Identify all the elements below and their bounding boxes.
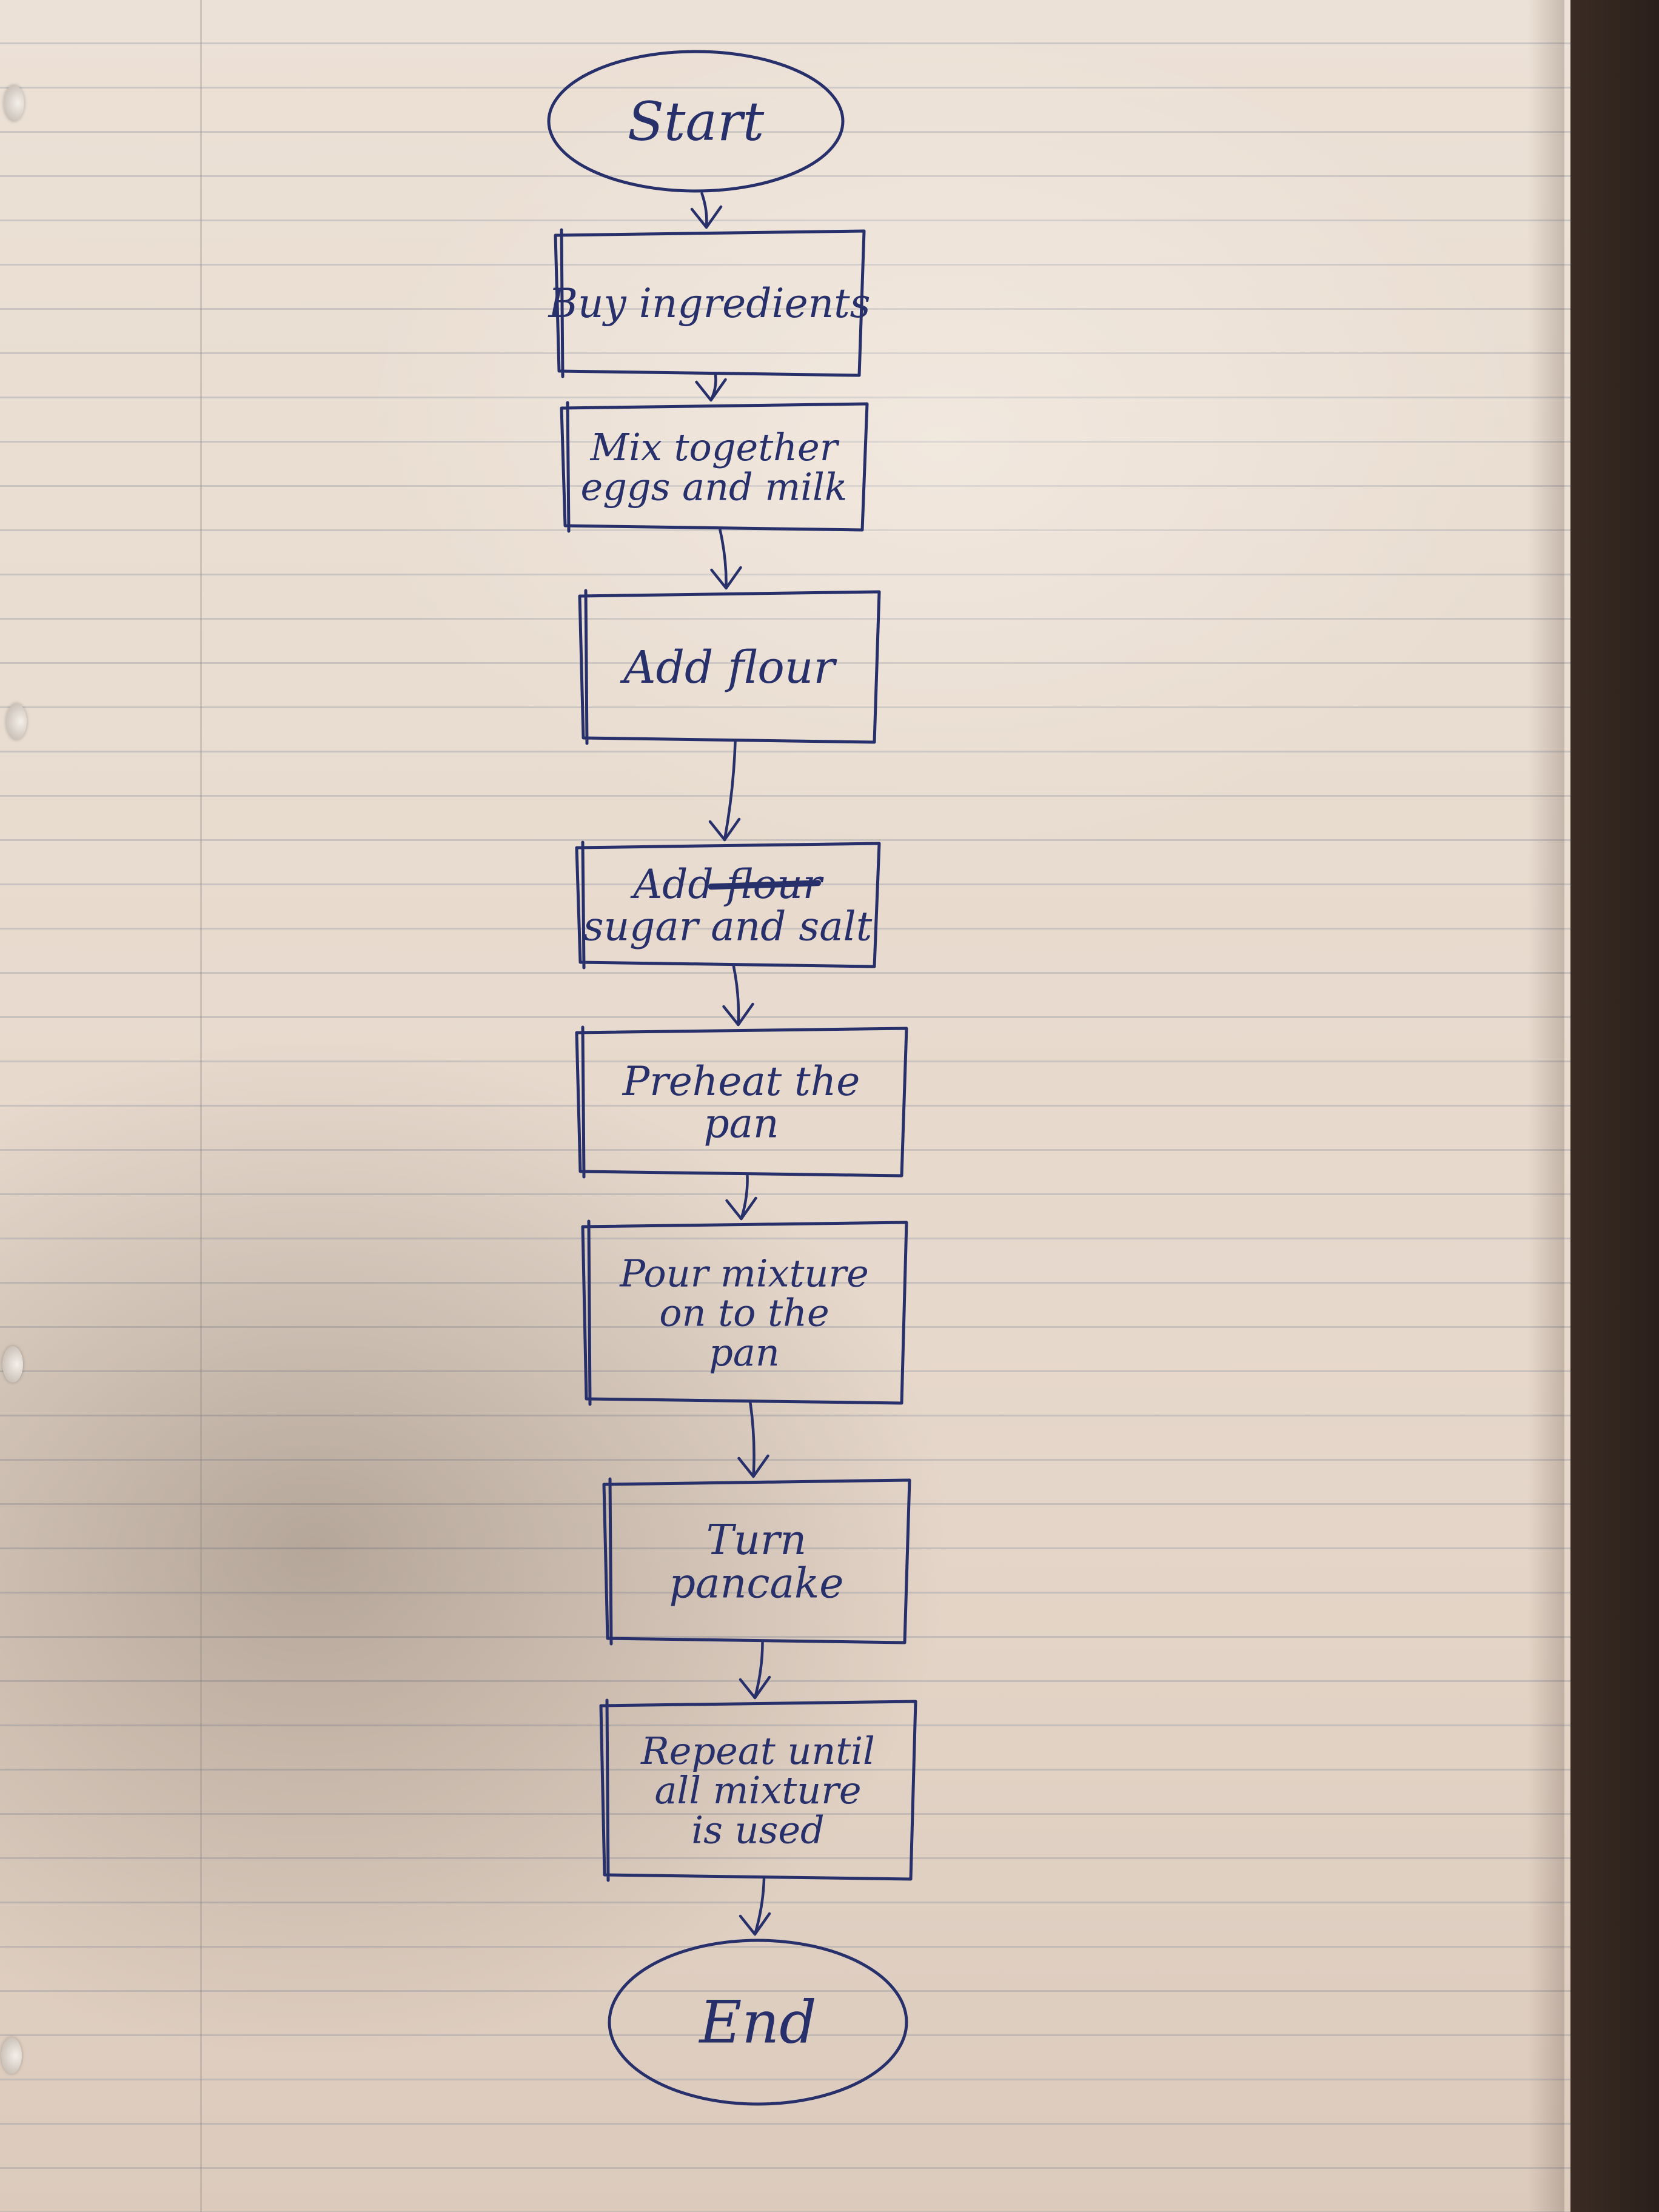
arrowhead-pour-to-turn [737,1454,769,1478]
pour-label-line: Pour mixture [619,1252,869,1296]
start-label-line: Start [628,90,765,153]
mix-label-line: Mix together [590,425,840,469]
pour-label-line: on to the [659,1291,829,1335]
arrowhead-turn-to-repeat [739,1675,771,1700]
sugar-label-line: sugar and salt [583,903,873,950]
binder-hole [2,1346,23,1382]
mix-box [560,401,869,533]
flour-box [578,589,881,745]
binder-hole [6,703,27,740]
preheat-label-line: pan [703,1100,779,1147]
sugar-box [575,840,881,970]
buy-box [554,228,866,378]
notebook-paper [0,0,1570,2212]
desk-background [1570,0,1659,2212]
turn-label-line: pancake [669,1560,844,1608]
pour-box [581,1219,908,1406]
end-label-line: End [698,1989,816,2057]
strike-through-mark [708,880,821,890]
arrow-mix-to-flour [719,528,728,590]
arrowhead-start-to-buy [690,205,723,229]
binder-hole [4,85,24,121]
repeat-label-line: is used [691,1808,824,1852]
buy-label-line: Buy ingredients [548,280,870,327]
mix-label-line: eggs and milk [581,464,848,509]
arrowhead-repeat-to-end [739,1912,771,1936]
turn-label-line: Turn [706,1517,806,1564]
arrowhead-buy-to-mix [695,378,727,402]
arrow-start-to-buy [700,192,708,229]
arrow-turn-to-repeat [753,1641,764,1700]
flour-label-line: Add flour [620,642,837,694]
arrow-sugar-to-preheat [732,965,740,1027]
arrowhead-sugar-to-preheat [722,1002,754,1027]
repeat-label-line: all mixture [654,1768,861,1812]
arrowhead-flour-to-sugar [708,817,741,842]
turn-box [602,1477,911,1646]
margin-line [200,0,202,2212]
preheat-box [575,1025,908,1179]
arrow-flour-to-sugar [723,740,737,842]
arrow-pour-to-turn [749,1401,756,1478]
page-edge-shadow [1528,0,1564,2212]
arrowhead-mix-to-flour [710,566,742,590]
arrow-repeat-to-end [753,1877,766,1936]
preheat-label-line: Preheat the [622,1058,860,1105]
end-oval [608,1939,908,2106]
arrowhead-preheat-to-pour [725,1196,757,1221]
start-oval [547,50,845,193]
pour-label-line: pan [709,1330,780,1375]
repeat-label-line: Repeat until [640,1729,875,1773]
binder-hole [1,2037,22,2074]
repeat-box [599,1698,917,1882]
